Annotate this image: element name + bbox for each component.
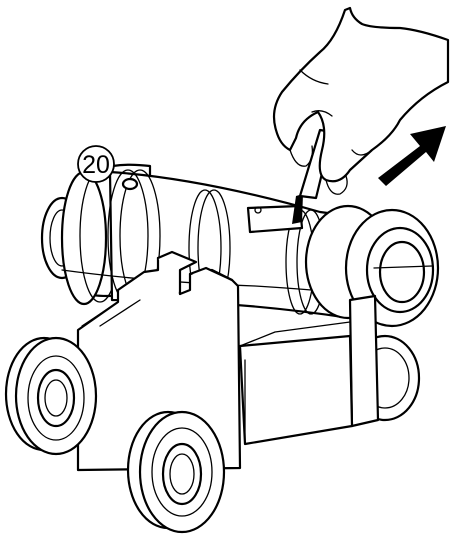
cannon-barrel [40, 163, 440, 328]
step-number: 20 [82, 151, 110, 179]
front-right-wheel [126, 410, 226, 534]
hand-with-tool [272, 6, 450, 224]
front-left-wheel [4, 336, 98, 456]
step-number-badge: 20 [77, 145, 115, 183]
arrow-up-right-icon [378, 126, 446, 186]
